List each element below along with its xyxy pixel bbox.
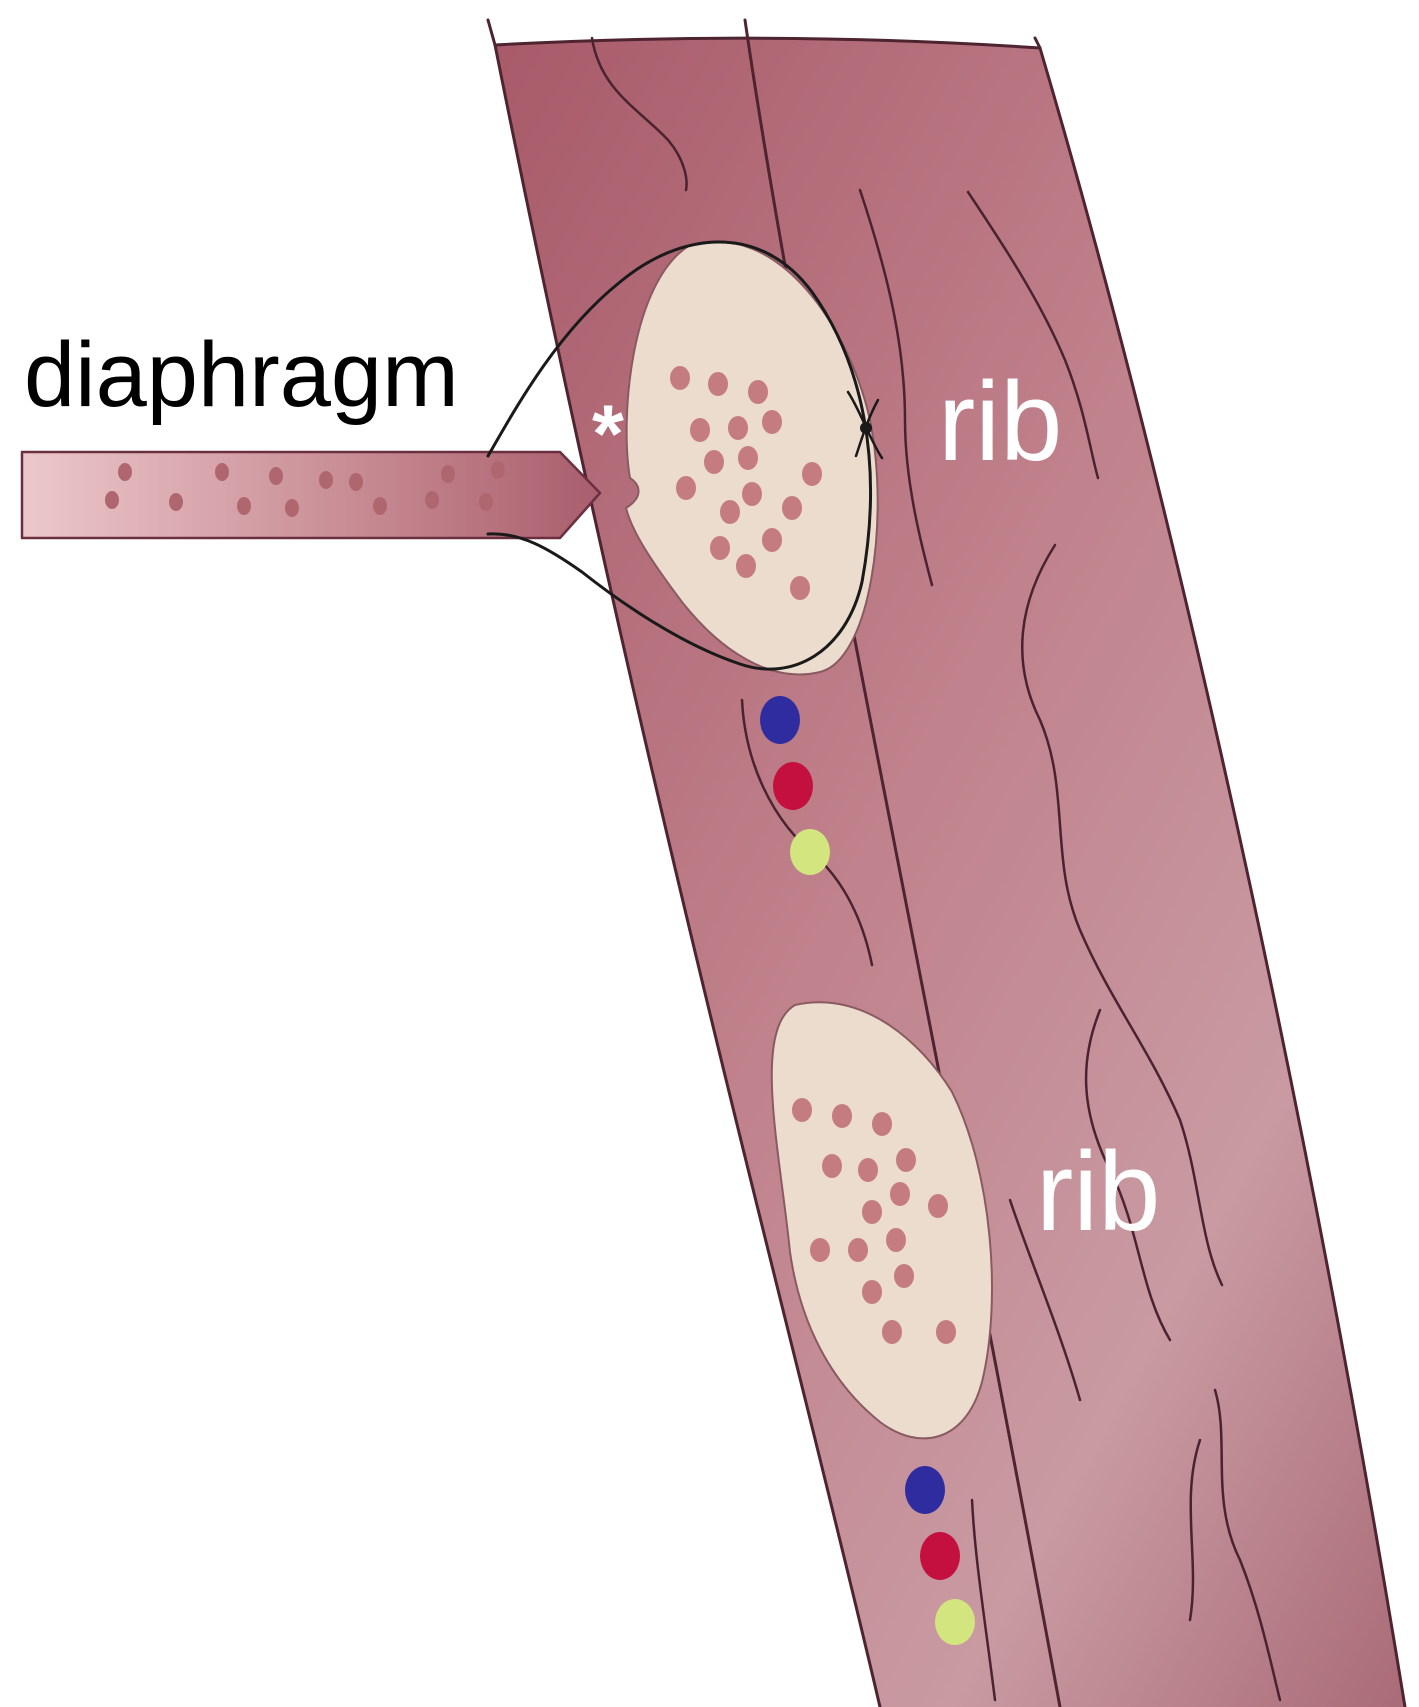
upper-vein [760,696,800,744]
suture-thread [486,240,872,671]
lower-artery [920,1532,960,1580]
upper-artery [773,762,813,810]
lower-vein [905,1466,945,1514]
diaphragm-label: diaphragm [24,324,459,426]
upper-rib [624,240,879,676]
asterisk-marker: * [592,389,624,480]
suture-loop [486,240,884,671]
lower-neurovascular-bundle [905,1466,975,1645]
upper-rib-dots [670,366,822,600]
upper-neurovascular-bundle [760,696,830,875]
diaphragm-dots [105,461,505,517]
lower-rib-label: rib [1036,1129,1160,1254]
suture-knot [846,390,884,460]
chest-wall-muscle [486,18,1407,1707]
upper-rib-label: rib [938,359,1062,484]
diaphragm-strip [20,450,602,540]
lower-rib-dots [792,1098,956,1344]
lower-nerve [935,1599,975,1645]
upper-nerve [790,829,830,875]
lower-rib [770,1001,993,1440]
